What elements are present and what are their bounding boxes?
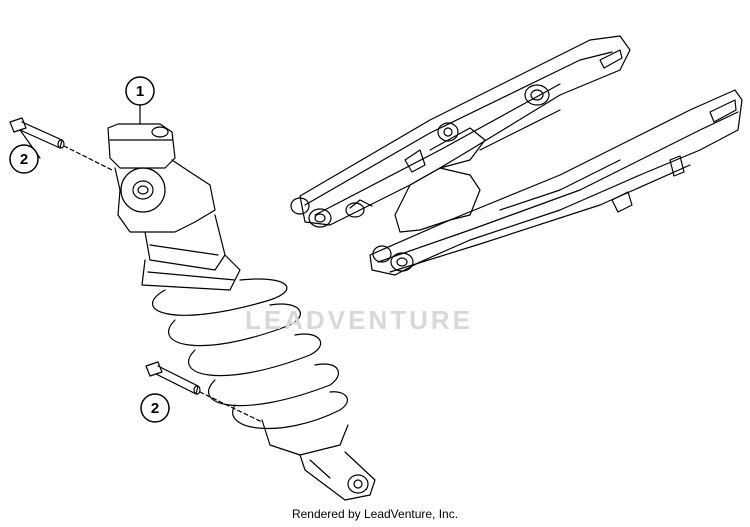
shock-absorber [107,123,376,501]
shock-lower-eye [347,474,369,494]
leader-line-upper [63,145,113,171]
watermark: LEADVENTURE [245,305,474,335]
shock-upper-eye [132,180,154,200]
shock-mount-bore [437,122,459,142]
leader-line-lower [199,391,263,423]
callout-1-label: 1 [136,83,144,100]
callout-2-upper-label: 2 [20,151,28,168]
callout-2-upper: 2 [9,144,39,174]
swingarm [290,35,743,276]
swingarm-pivot-right [390,252,414,272]
callout-2-lower: 2 [140,393,170,423]
callout-1: 1 [125,76,155,106]
swingarm-pivot-left [308,208,332,228]
bolt-upper [9,117,65,149]
callout-2-lower-label: 2 [151,400,159,417]
bolt-lower [145,361,201,395]
footer-credit: Rendered by LeadVenture, Inc. [291,507,459,521]
